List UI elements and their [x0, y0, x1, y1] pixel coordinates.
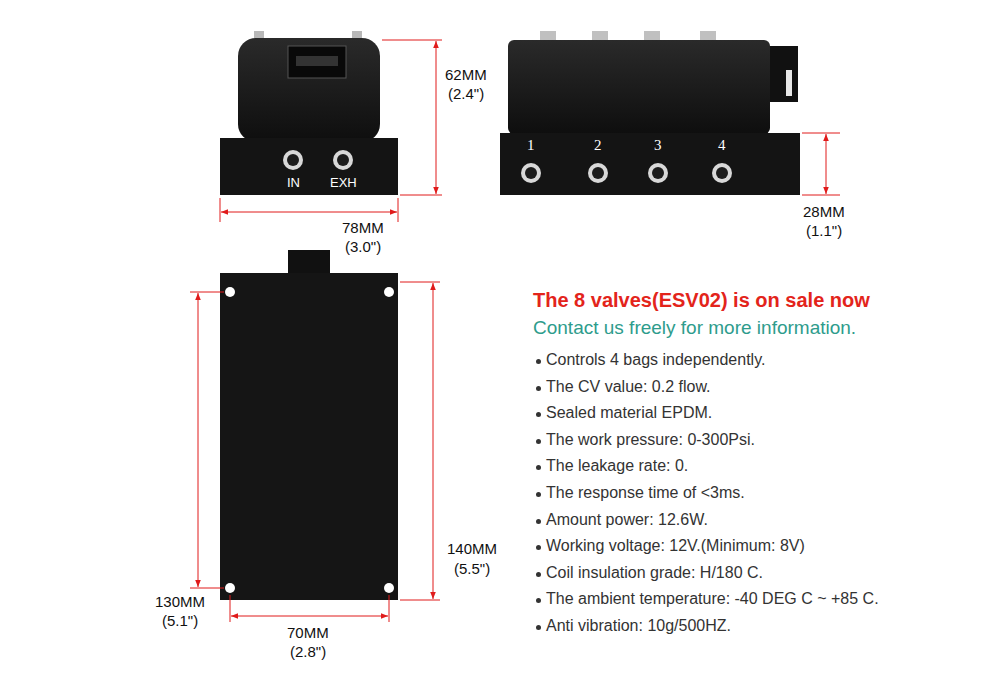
extension-line [190, 588, 224, 589]
port-number: 4 [718, 137, 726, 154]
fitting [592, 31, 608, 41]
front-view [220, 31, 398, 195]
bullet-dot [536, 359, 541, 364]
dimension-text: (2.8") [290, 643, 326, 660]
dimension-text: (5.1") [162, 612, 198, 629]
extension-line [190, 292, 224, 293]
valve-housing [238, 38, 380, 142]
extension-line [400, 282, 440, 283]
port-hole [592, 167, 604, 179]
port-number: 1 [527, 137, 535, 154]
port-number: 3 [654, 137, 662, 154]
port-label: EXH [330, 176, 357, 191]
bullet-dot [536, 625, 541, 630]
spec-item: The CV value: 0.2 flow. [546, 378, 711, 396]
dimension-text: (3.0") [345, 238, 381, 255]
electrical-connector [288, 46, 346, 78]
port-hole [716, 167, 728, 179]
spec-item: The ambient temperature: -40 DEG C ~ +85… [546, 590, 879, 608]
bullet-dot [536, 572, 541, 577]
spec-item: Coil insulation grade: H/180 C. [546, 564, 763, 582]
port-hole [588, 163, 608, 183]
mount-hole [384, 287, 394, 297]
spec-item: Anti vibration: 10g/500HZ. [546, 617, 731, 635]
port-number: 2 [594, 137, 602, 154]
mount-hole [384, 583, 394, 593]
valve-housing [508, 40, 770, 134]
dimension-line [436, 41, 437, 194]
connector-pins [296, 56, 338, 66]
dimension-text: 70MM [287, 624, 329, 641]
spec-item: Amount power: 12.6W. [546, 511, 708, 529]
dimension-text: (2.4") [448, 85, 484, 102]
fitting [700, 31, 716, 41]
side-view [500, 31, 800, 195]
extension-line [230, 595, 231, 622]
bullet-dot [536, 598, 541, 603]
connector-clip [786, 70, 792, 96]
dimension-text: (1.1") [806, 222, 842, 239]
dimension-text: 78MM [342, 219, 384, 236]
bullet-dot [536, 492, 541, 497]
bullet-dot [536, 465, 541, 470]
base-plate [220, 273, 398, 600]
extension-line [220, 198, 221, 222]
port-hole [287, 154, 299, 166]
dimension-line [231, 616, 388, 617]
dimension-line [433, 283, 434, 599]
bullet-dot [536, 412, 541, 417]
port-hole [525, 167, 537, 179]
dimension-text: (5.5") [454, 560, 490, 577]
mount-hole [225, 583, 235, 593]
spec-item: The response time of <3ms. [546, 484, 745, 502]
extension-line [802, 195, 840, 196]
electrical-connector [770, 46, 798, 102]
dimension-text: 130MM [155, 593, 205, 610]
port-hole [712, 163, 732, 183]
port-hole [652, 167, 664, 179]
fitting [644, 31, 660, 41]
port-label: IN [287, 176, 300, 191]
bullet-dot [536, 386, 541, 391]
extension-line [400, 600, 440, 601]
dimension-line [221, 212, 397, 213]
extension-line [802, 133, 840, 134]
manifold-block [220, 138, 398, 195]
spec-item: Sealed material EPDM. [546, 404, 712, 422]
extension-line [382, 40, 442, 41]
port-hole [337, 154, 349, 166]
dimension-text: 62MM [445, 66, 487, 83]
dimension-line [826, 134, 827, 194]
fitting [540, 31, 556, 41]
extension-line [389, 595, 390, 622]
extension-line [400, 195, 442, 196]
dimension-line [198, 293, 199, 587]
bullet-dot [536, 519, 541, 524]
spec-item: Controls 4 bags independently. [546, 351, 765, 369]
dimension-text: 28MM [803, 203, 845, 220]
contact-note: Contact us freely for more information. [533, 317, 856, 339]
spec-item: The work pressure: 0-300Psi. [546, 431, 755, 449]
port-hole [283, 150, 303, 170]
bullet-dot [536, 439, 541, 444]
spec-item: Working voltage: 12V.(Minimum: 8V) [546, 537, 805, 555]
connector-tab [288, 250, 330, 276]
manifold-block [500, 133, 800, 195]
bottom-view [220, 250, 398, 600]
sale-heading: The 8 valves(ESV02) is on sale now [533, 289, 870, 312]
bullet-dot [536, 545, 541, 550]
port-hole [333, 150, 353, 170]
port-hole [648, 163, 668, 183]
extension-line [398, 198, 399, 222]
spec-item: The leakage rate: 0. [546, 457, 688, 475]
mount-hole [225, 287, 235, 297]
port-hole [521, 163, 541, 183]
dimension-text: 140MM [447, 540, 497, 557]
